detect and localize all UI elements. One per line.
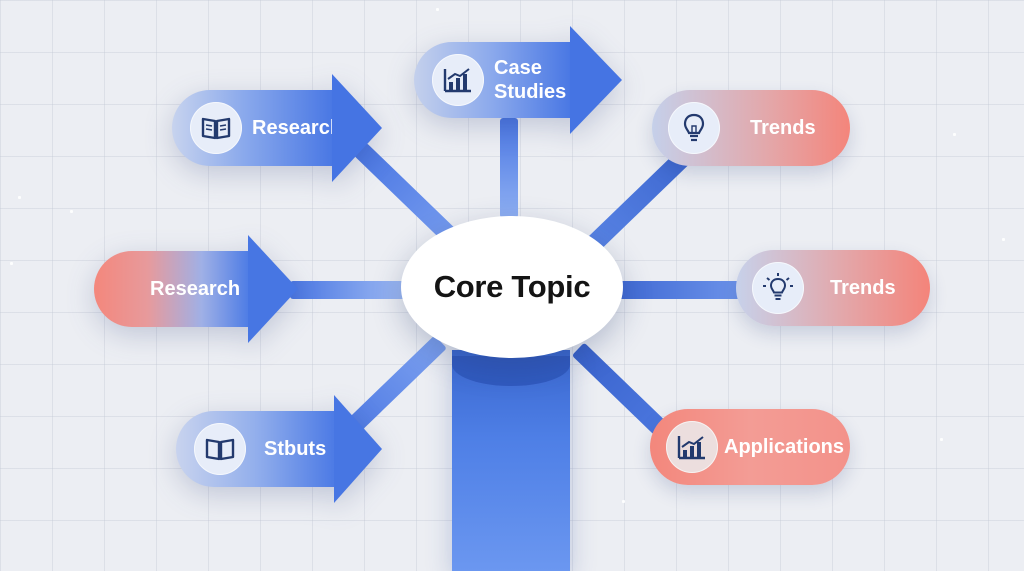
- connector-trends-mid: [615, 281, 745, 299]
- stbuts-label: Stbuts: [264, 437, 327, 460]
- stbuts-node[interactable]: Stbuts: [176, 395, 382, 503]
- connector-applications: [571, 342, 671, 439]
- book-icon: [194, 423, 246, 475]
- background-speck: [70, 210, 73, 213]
- arrow-head: [334, 395, 382, 503]
- connector-research-mid: [290, 281, 410, 299]
- research-top-label: Research: [252, 116, 343, 139]
- case-studies-label-line1: Case: [494, 57, 542, 79]
- background-speck: [436, 8, 439, 11]
- trends-top-node[interactable]: Trends: [652, 90, 850, 166]
- core-topic-node[interactable]: Core Topic: [401, 216, 623, 358]
- research-mid-label: Research: [150, 277, 241, 300]
- trends-mid-node[interactable]: Trends: [736, 250, 930, 326]
- arrow-head: [570, 26, 622, 134]
- research-top-node[interactable]: Research: [172, 74, 382, 182]
- chart-icon: [432, 54, 484, 106]
- research-mid-node[interactable]: Research: [94, 235, 298, 343]
- applications-label: Applications: [724, 435, 845, 458]
- arrow-head: [248, 235, 298, 343]
- case-studies-label-line2: Studies: [494, 81, 567, 103]
- core-topic-label: Core Topic: [433, 269, 591, 304]
- applications-node[interactable]: Applications: [650, 409, 850, 485]
- trends-top-label: Trends: [750, 116, 816, 139]
- background-speck: [953, 133, 956, 136]
- chart-icon: [666, 421, 718, 473]
- trends-mid-label: Trends: [830, 276, 896, 299]
- connector-case-studies: [500, 118, 518, 218]
- case-studies-node[interactable]: Case Studies: [414, 26, 622, 134]
- book-icon: [190, 102, 242, 154]
- stem-bar: [452, 350, 570, 571]
- lightbulb-rays-icon: [752, 262, 804, 314]
- arrow-head: [332, 74, 382, 182]
- background-speck: [10, 262, 13, 265]
- background-speck: [18, 196, 21, 199]
- lightbulb-icon: [668, 102, 720, 154]
- background-speck: [1002, 238, 1005, 241]
- background-speck: [940, 438, 943, 441]
- background-speck: [622, 500, 625, 503]
